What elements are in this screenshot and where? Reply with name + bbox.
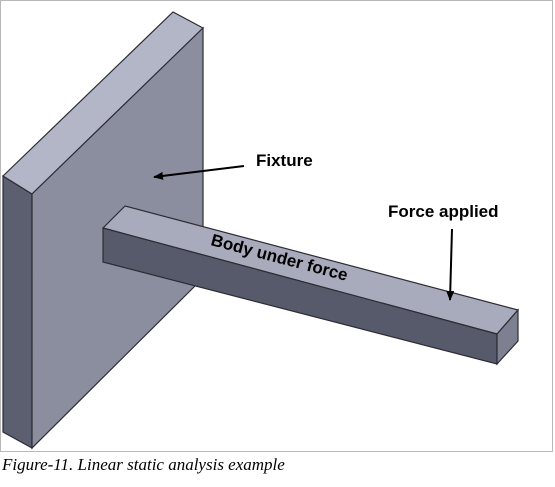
force-applied-label: Force applied (388, 202, 499, 221)
force-arrow (446, 228, 455, 301)
diagram: Body under force Fixture Force applied (2, 11, 520, 450)
fixture-label: Fixture (256, 151, 313, 170)
beam-end-face (496, 308, 519, 366)
plate-side-face (2, 174, 33, 450)
figure-caption: Figure-11. Linear static analysis exampl… (2, 455, 285, 474)
fixture-arrow (153, 165, 245, 180)
fixture-callout: Fixture (153, 151, 313, 180)
force-callout: Force applied (388, 202, 499, 301)
